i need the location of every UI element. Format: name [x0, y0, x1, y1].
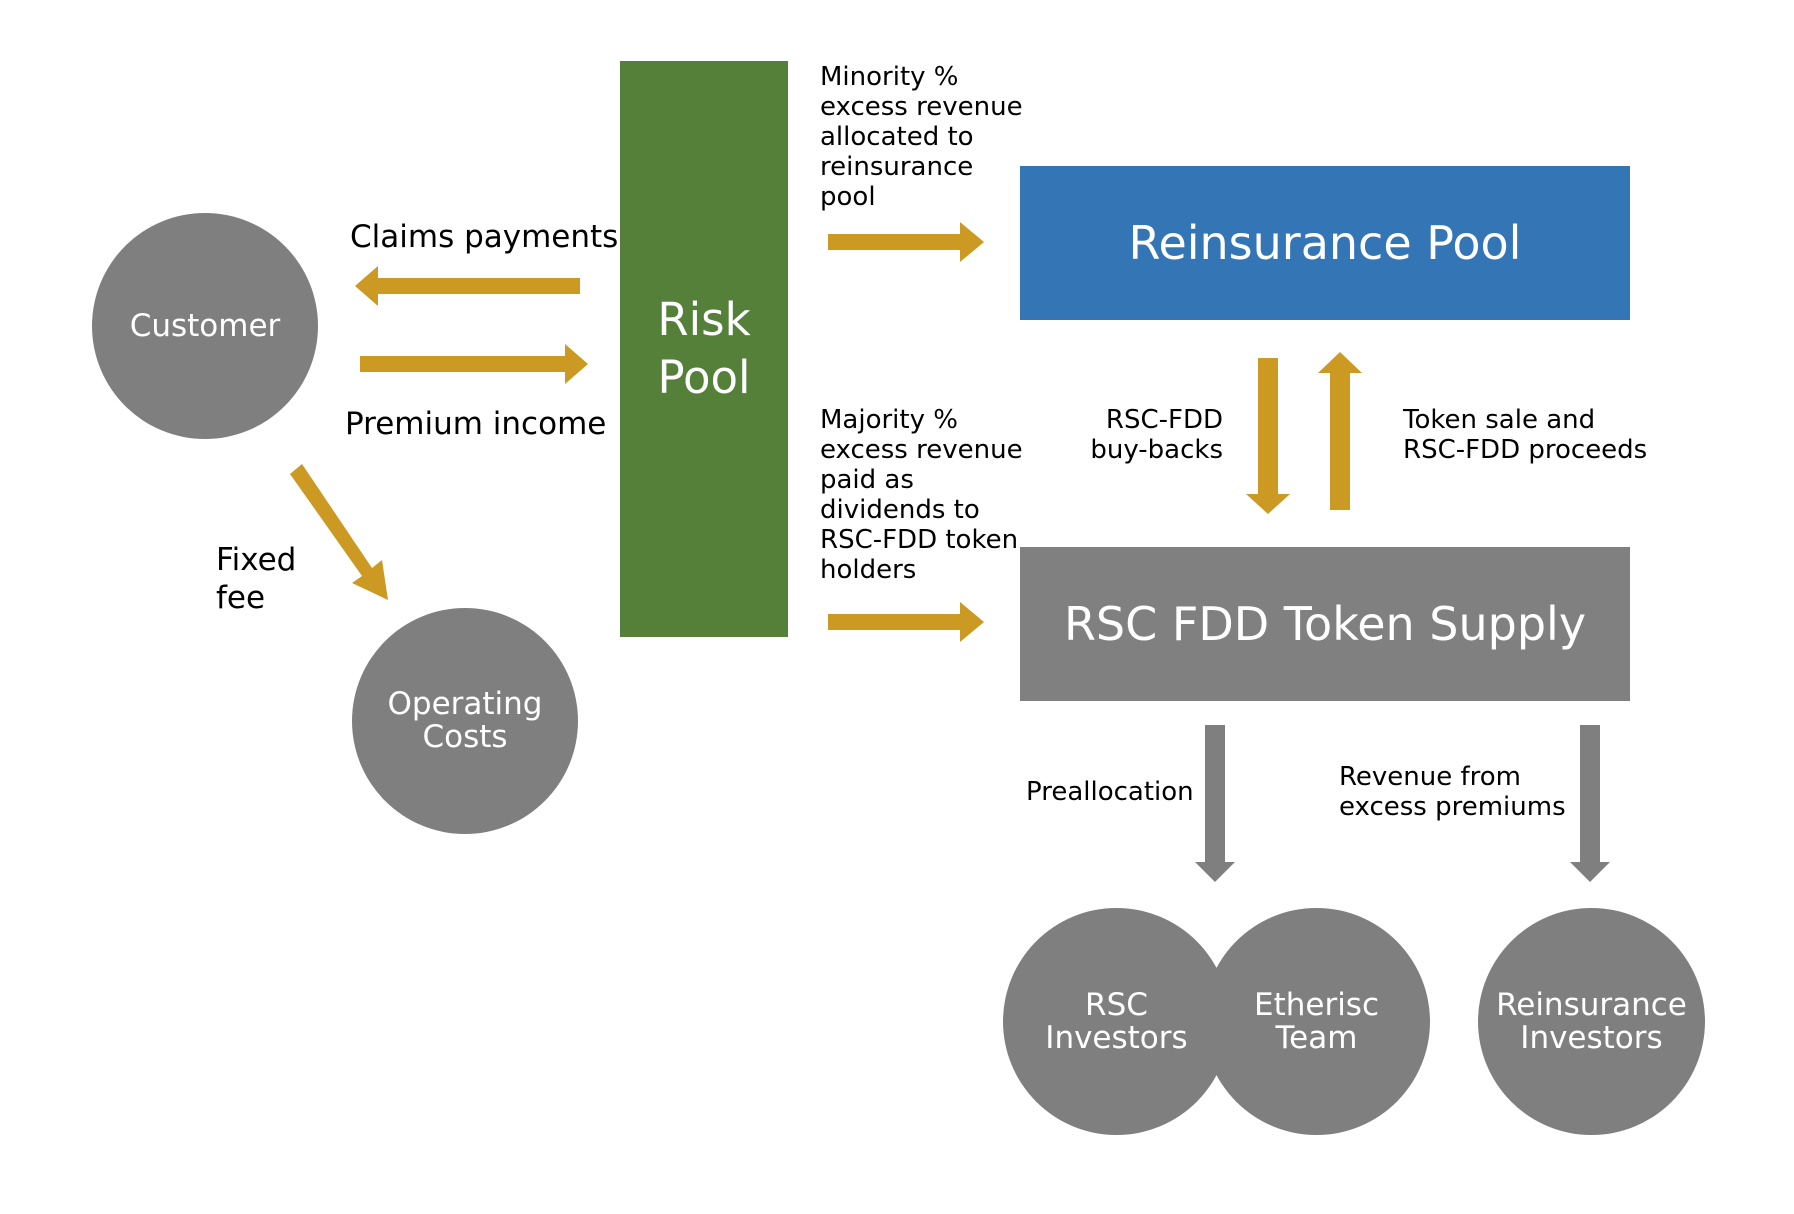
majority-revenue-arrow: [828, 602, 984, 642]
operating-costs-node: Operating Costs: [352, 608, 578, 834]
token-sale-label: Token sale and RSC-FDD proceeds: [1403, 405, 1648, 465]
claims-payments-arrow: [355, 266, 580, 306]
majority-revenue-label: Majority % excess revenue paid as divide…: [820, 405, 1023, 585]
risk-pool-box: Risk Pool: [620, 61, 788, 637]
reinsurance-investors-node: Reinsurance Investors: [1478, 908, 1705, 1135]
risk-pool-label: Risk Pool: [657, 293, 751, 404]
claims-payments-label: Claims payments: [350, 219, 619, 255]
fixed-fee-label: Fixed fee: [216, 542, 297, 616]
etherisc-team-label: Etherisc Team: [1253, 986, 1379, 1056]
buy-backs-arrow: [1246, 358, 1290, 514]
token-supply-label: RSC FDD Token Supply: [1063, 597, 1587, 651]
preallocation-arrow: [1195, 725, 1235, 882]
token-supply-box: RSC FDD Token Supply: [1020, 547, 1630, 701]
operating-costs-label: Operating Costs: [387, 686, 543, 755]
premium-income-arrow: [360, 344, 588, 384]
premium-income-label: Premium income: [345, 406, 607, 442]
customer-label: Customer: [129, 307, 281, 344]
reinsurance-pool-box: Reinsurance Pool: [1020, 166, 1630, 320]
token-sale-arrow: [1318, 352, 1362, 510]
etherisc-team-node: Etherisc Team: [1203, 908, 1430, 1135]
fixed-fee-arrow: [290, 464, 388, 600]
revenue-excess-arrow: [1570, 725, 1610, 882]
revenue-excess-label: Revenue from excess premiums: [1339, 762, 1566, 822]
buy-backs-label: RSC-FDD buy-backs: [1090, 405, 1223, 465]
rsc-investors-node: RSC Investors: [1003, 908, 1230, 1135]
customer-node: Customer: [92, 213, 318, 439]
minority-revenue-arrow: [828, 222, 984, 262]
reinsurance-investors-label: Reinsurance Investors: [1496, 986, 1687, 1056]
rsc-investors-label: RSC Investors: [1045, 986, 1188, 1056]
minority-revenue-label: Minority % excess revenue allocated to r…: [820, 62, 1023, 212]
reinsurance-pool-label: Reinsurance Pool: [1128, 216, 1522, 270]
preallocation-label: Preallocation: [1026, 777, 1194, 807]
